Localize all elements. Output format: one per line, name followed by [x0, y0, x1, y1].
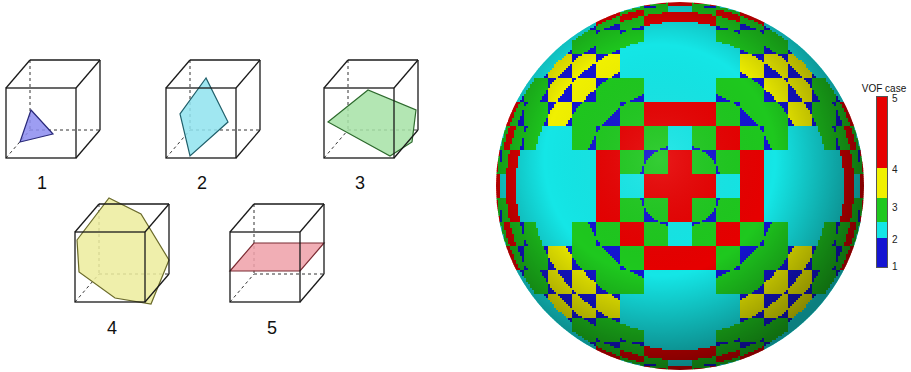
vof-cell — [862, 210, 865, 213]
vof-cells — [496, 2, 865, 371]
cube-case-5 — [230, 204, 324, 302]
cube-case-3 — [324, 60, 418, 158]
cube-case-2 — [166, 60, 260, 158]
cube-case-1 — [6, 60, 100, 158]
cube-case-4 — [75, 198, 169, 304]
vof-cell — [856, 238, 859, 241]
vof-cell — [860, 222, 863, 225]
